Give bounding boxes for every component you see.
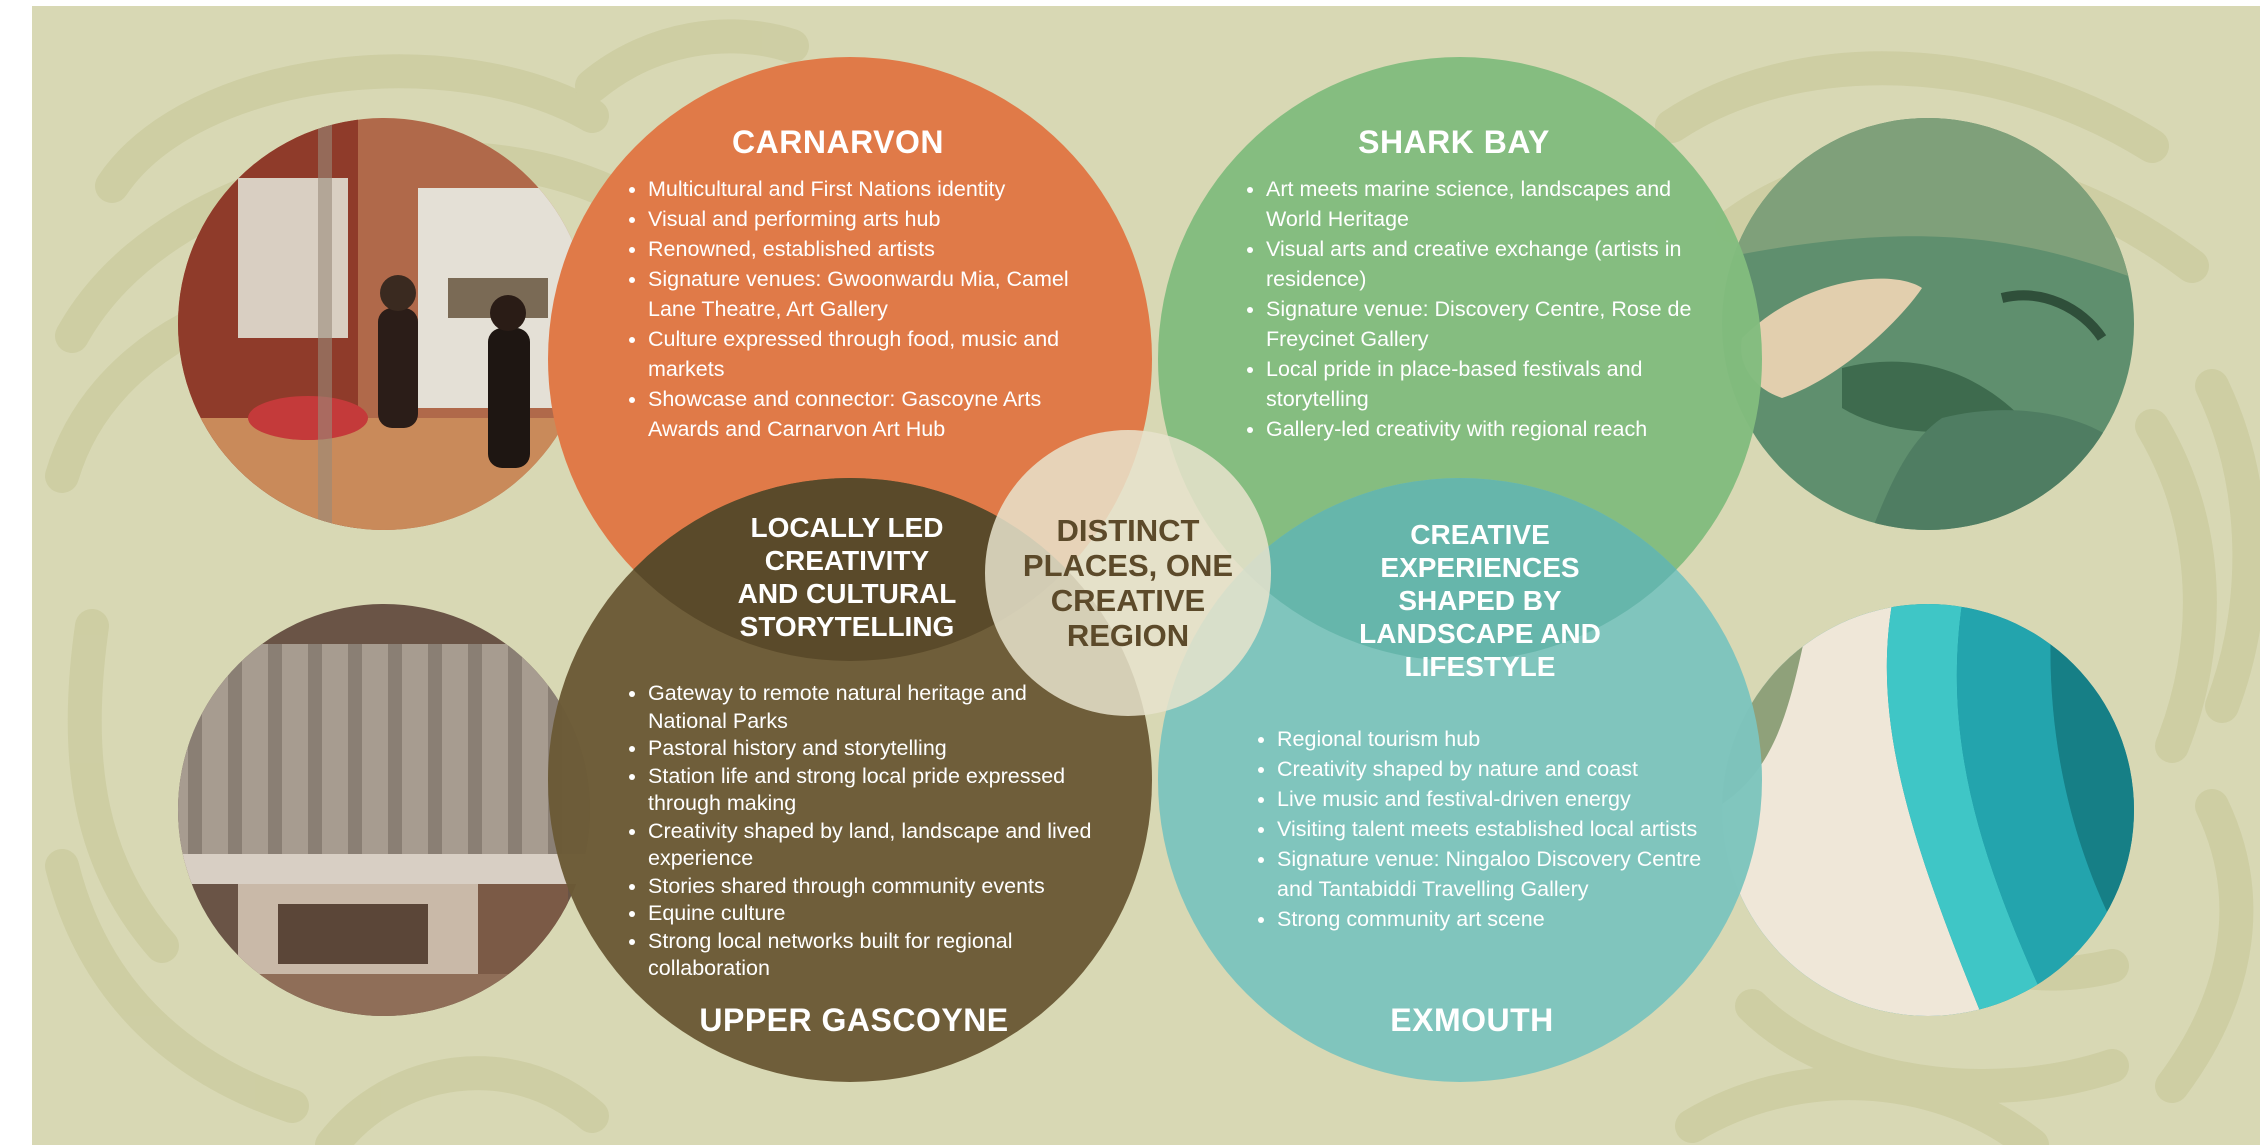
infographic-panel: CARNARVON SHARK BAY UPPER GASCOYNE EXMOU… [32, 6, 2260, 1145]
list-item: Culture expressed through food, music an… [648, 324, 1098, 384]
list-item: Stories shared through community events [648, 873, 1098, 901]
list-item: Showcase and connector: Gascoyne Arts Aw… [648, 384, 1098, 444]
list-item: Visiting talent meets established local … [1277, 814, 1727, 844]
list-item: Art meets marine science, landscapes and… [1266, 174, 1716, 234]
list-item: Strong community art scene [1277, 904, 1727, 934]
upper-gascoyne-title: UPPER GASCOYNE [699, 1002, 1009, 1038]
center-heading: DISTINCT PLACES, ONE CREATIVE REGION [1022, 513, 1234, 653]
list-item: Visual and performing arts hub [648, 204, 1098, 234]
list-item: Equine culture [648, 900, 1098, 928]
list-item: Gateway to remote natural heritage and N… [648, 680, 1098, 735]
upper-gascoyne-bullets: Gateway to remote natural heritage and N… [622, 680, 1098, 983]
exmouth-bullets: Regional tourism hub Creativity shaped b… [1251, 724, 1727, 934]
list-item: Creativity shaped by nature and coast [1277, 754, 1727, 784]
list-item: Local pride in place-based festivals and… [1266, 354, 1716, 414]
list-item: Multicultural and First Nations identity [648, 174, 1098, 204]
list-item: Creativity shaped by land, landscape and… [648, 818, 1098, 873]
shark-bay-title: SHARK BAY [1358, 124, 1550, 160]
exmouth-title: EXMOUTH [1390, 1002, 1554, 1038]
left-overlap-heading: LOCALLY LED CREATIVITY AND CULTURAL STOR… [737, 512, 957, 642]
right-overlap-heading: CREATIVE EXPERIENCES SHAPED BY LANDSCAPE… [1359, 519, 1601, 682]
list-item: Regional tourism hub [1277, 724, 1727, 754]
list-item: Signature venues: Gwoonwardu Mia, Camel … [648, 264, 1098, 324]
center-circle [985, 430, 1271, 716]
background-pattern [45, 19, 2260, 1145]
list-item: Signature venue: Ningaloo Discovery Cent… [1277, 844, 1727, 904]
list-item: Strong local networks built for regional… [648, 928, 1098, 983]
list-item: Pastoral history and storytelling [648, 735, 1098, 763]
list-item: Gallery-led creativity with regional rea… [1266, 414, 1716, 444]
shark-bay-bullets: Art meets marine science, landscapes and… [1240, 174, 1716, 444]
list-item: Station life and strong local pride expr… [648, 763, 1098, 818]
list-item: Visual arts and creative exchange (artis… [1266, 234, 1716, 294]
list-item: Renowned, established artists [648, 234, 1098, 264]
carnarvon-title: CARNARVON [732, 124, 944, 160]
list-item: Live music and festival-driven energy [1277, 784, 1727, 814]
carnarvon-bullets: Multicultural and First Nations identity… [622, 174, 1098, 444]
shark-bay-aerial-photo [1722, 118, 2134, 530]
list-item: Signature venue: Discovery Centre, Rose … [1266, 294, 1716, 354]
exmouth-coast-aerial-photo [1722, 604, 2134, 1016]
